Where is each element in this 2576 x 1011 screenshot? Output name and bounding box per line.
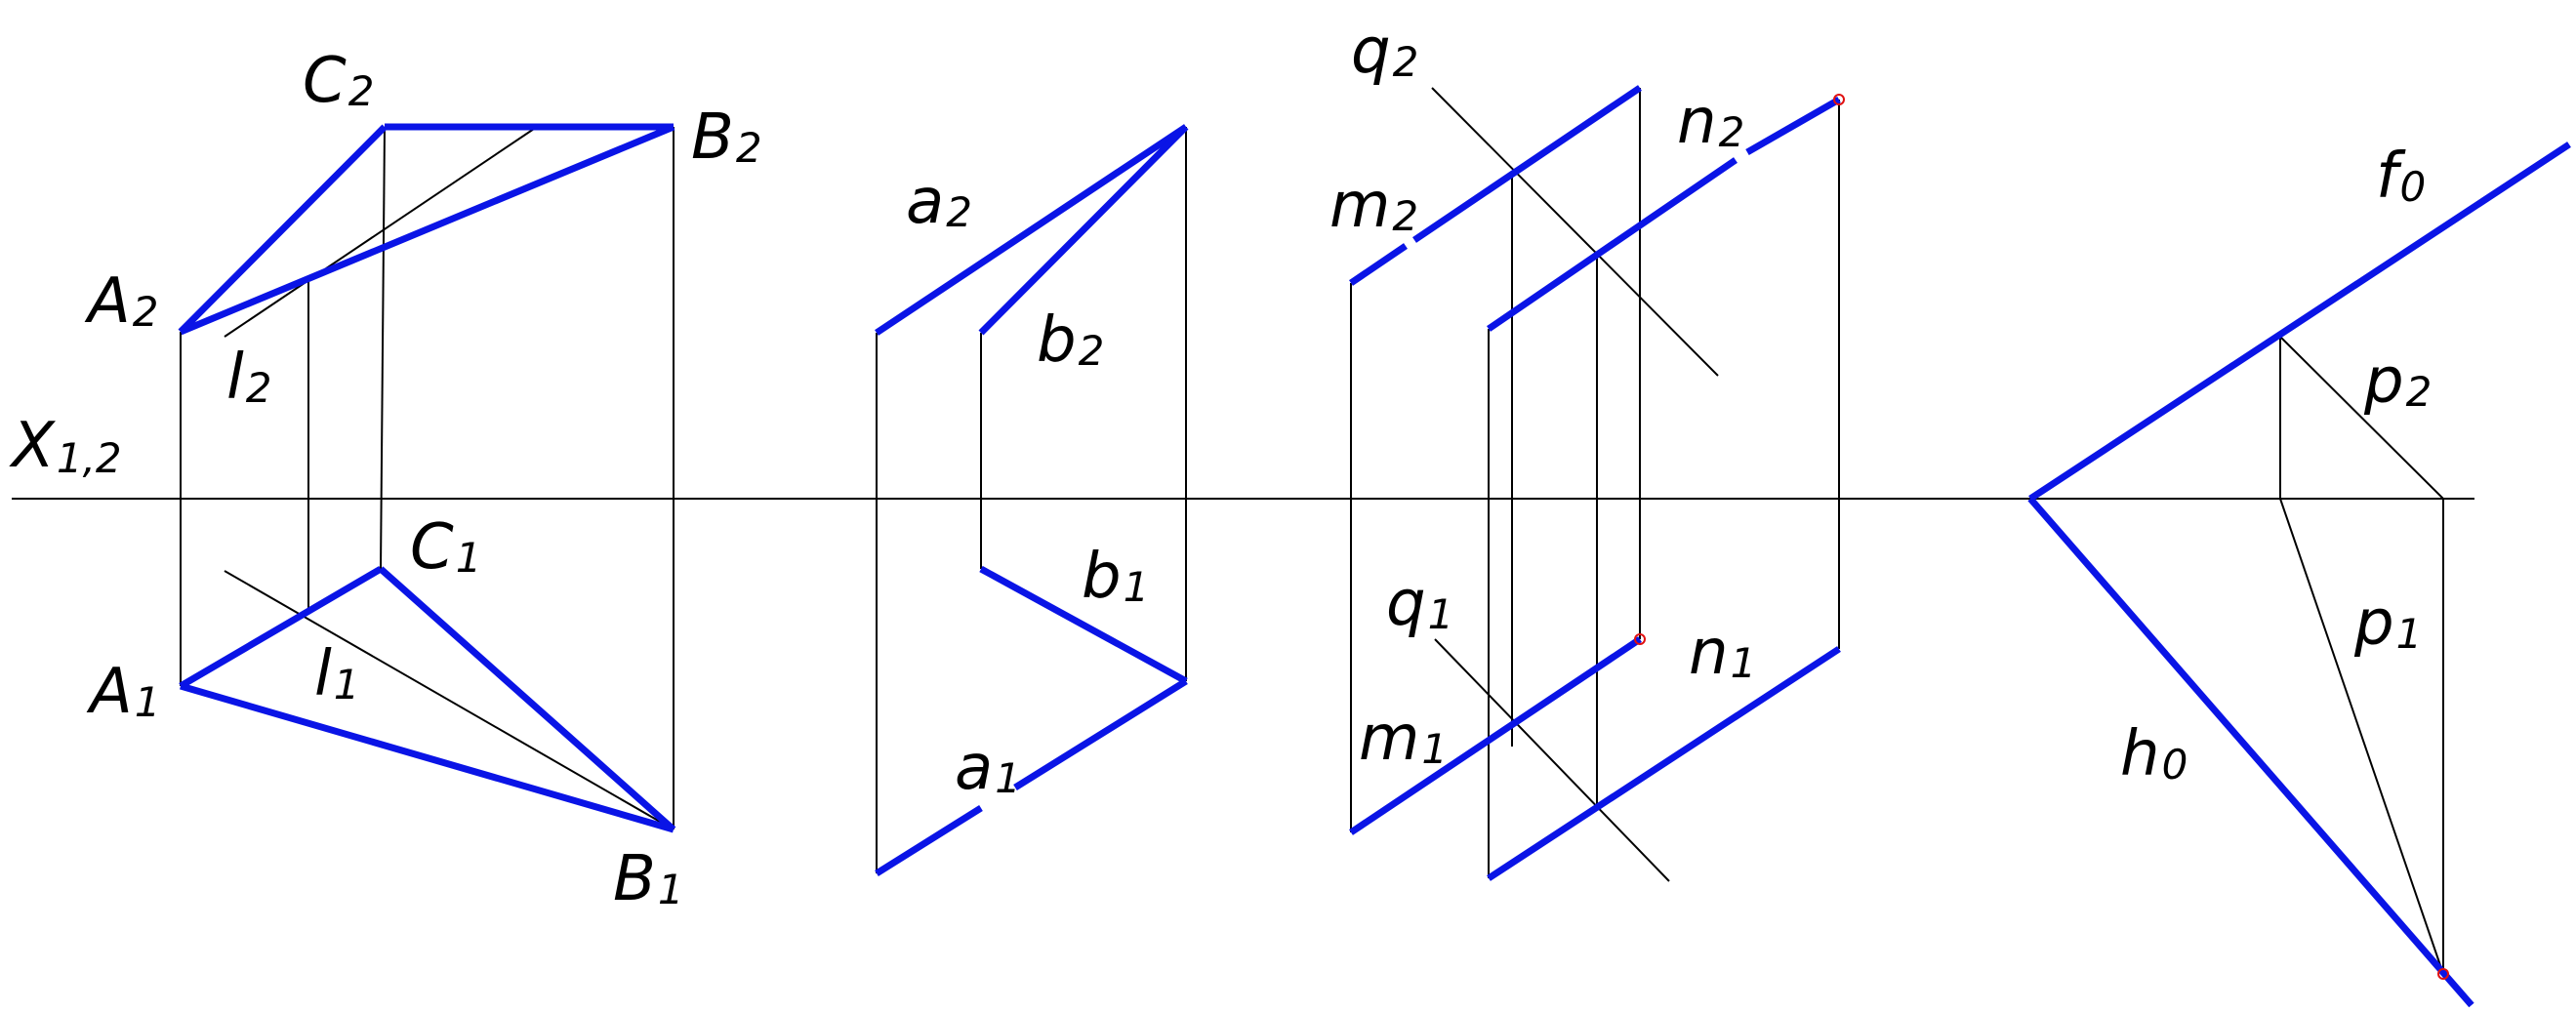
label-h0: h0	[2120, 718, 2188, 790]
label-c1: C1	[410, 511, 481, 584]
trace-f0	[2028, 142, 2571, 502]
point-marker-n2	[1833, 94, 1845, 105]
label-f0: f0	[2376, 141, 2426, 213]
line-a1-lower	[875, 805, 983, 876]
labels: X1,2 C2 B2 A2 l2 C1 A1 l1 B1 a2 b2 b1 a1…	[9, 16, 2432, 915]
line-q1	[1434, 638, 1670, 882]
line-a2	[875, 124, 1188, 336]
label-a1: A1	[86, 656, 161, 728]
line-m1	[1349, 636, 1642, 835]
line-b2	[978, 124, 1189, 336]
panel-plane-traces	[2027, 142, 2571, 1008]
line-l2	[224, 126, 538, 338]
trace-h0	[2027, 496, 2474, 1008]
point-marker-p1-end	[2437, 968, 2449, 980]
label-l1: l1	[314, 638, 360, 710]
link-line-c	[380, 126, 386, 570]
axis-label: X1,2	[9, 410, 122, 482]
line-a1-upper	[1013, 678, 1188, 790]
label-q1: q1	[1386, 568, 1453, 640]
line-n2-right	[1745, 96, 1841, 156]
line-m2-left	[1349, 243, 1408, 286]
label-a2-line: a2	[906, 166, 972, 238]
label-p2: p2	[2363, 345, 2432, 418]
line-p1	[2279, 498, 2444, 975]
panel-lines-mnq	[1349, 85, 1845, 882]
label-q2: q2	[1351, 16, 1418, 88]
edge-a2-c2	[178, 124, 388, 335]
edge-a1-c1	[179, 565, 383, 690]
point-marker-m1	[1634, 633, 1646, 645]
line-p2	[2279, 336, 2444, 500]
edge-a1-b1	[180, 682, 675, 833]
label-b2-line: b2	[1037, 304, 1104, 377]
label-n1: n1	[1689, 617, 1756, 689]
label-p1: p1	[2353, 587, 2422, 660]
line-m2-right	[1412, 85, 1642, 243]
panel-triangle-abc	[178, 123, 676, 833]
label-b2: B2	[691, 101, 762, 174]
label-c2: C2	[303, 45, 374, 117]
line-q2	[1431, 87, 1719, 377]
edge-c1-b1	[378, 566, 676, 832]
label-m1: m1	[1359, 703, 1448, 775]
label-n2: n2	[1677, 86, 1744, 158]
line-b1	[979, 565, 1188, 685]
label-l2: l2	[226, 342, 272, 414]
label-m2: m2	[1329, 170, 1418, 242]
label-b1: B1	[613, 843, 684, 915]
panel-lines-ab	[875, 124, 1189, 876]
line-l1	[224, 570, 675, 830]
line-n1	[1487, 646, 1841, 881]
label-b1-line: b1	[1082, 541, 1149, 613]
label-a1-line: a1	[955, 732, 1021, 804]
edge-a2-b2	[179, 123, 675, 336]
label-a2: A2	[84, 265, 159, 338]
line-n2-left	[1487, 157, 1738, 332]
